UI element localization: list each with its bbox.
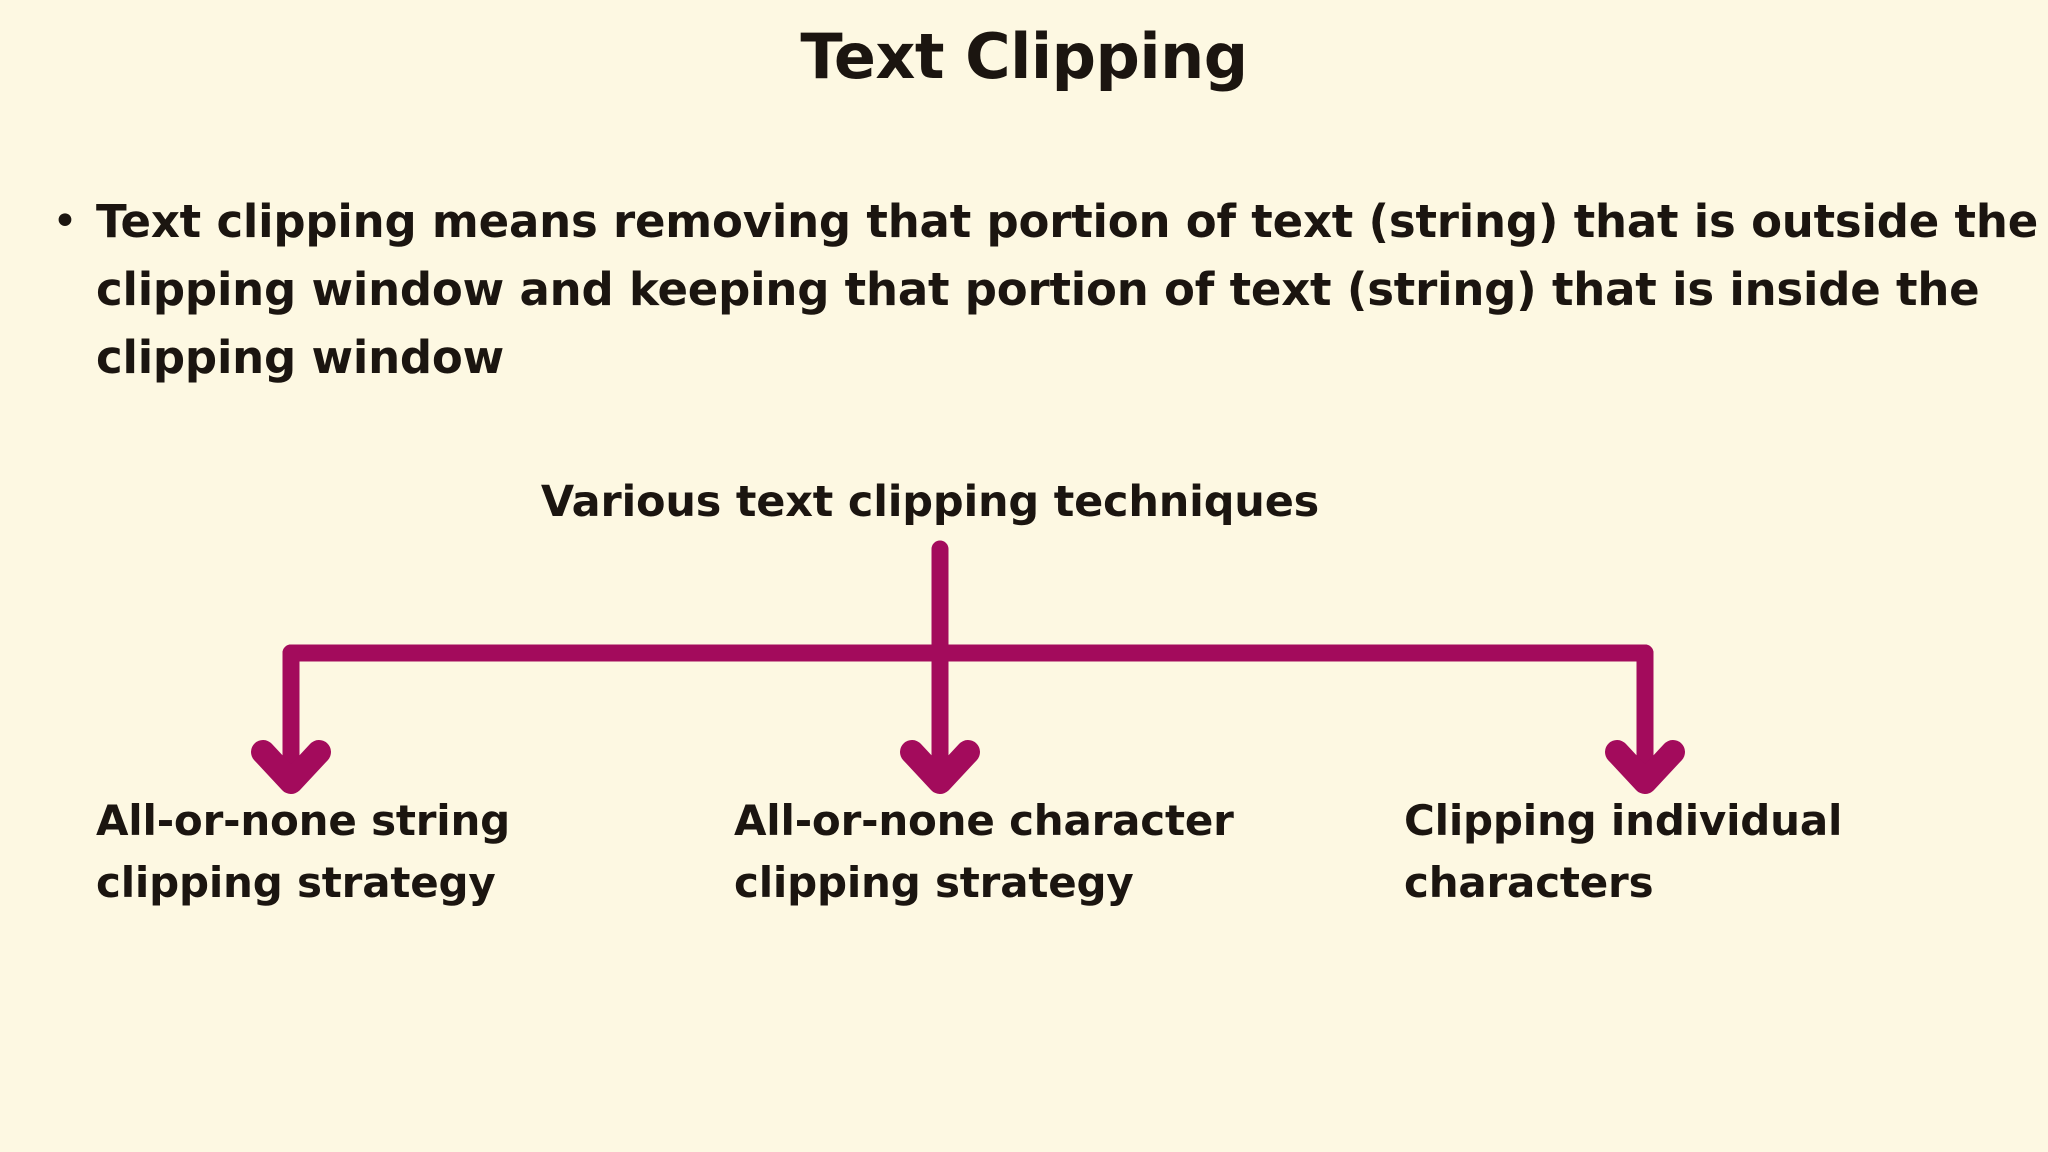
branch-2-line-1: All-or-none character [734, 796, 1234, 845]
bullet-line-2: clipping window and keeping that portion… [96, 263, 1980, 316]
diagram-branch-label-3: Clipping individual characters [1404, 790, 1874, 914]
branch-1-line-2: clipping strategy [96, 858, 496, 907]
arrowhead-left-icon [251, 740, 331, 794]
bullet-list-item: • Text clipping means removing that port… [52, 188, 2038, 392]
branch-1-line-1: All-or-none string [96, 796, 511, 845]
bullet-line-3: clipping window [96, 331, 505, 384]
branch-3-line-2: characters [1404, 858, 1654, 907]
arrowhead-center-icon [900, 740, 980, 794]
arrowhead-right-icon [1605, 740, 1685, 794]
bullet-marker-icon: • [52, 196, 78, 247]
page-title: Text Clipping [800, 20, 1248, 93]
diagram-root-label: Various text clipping techniques [540, 477, 1320, 527]
diagram-branch-label-2: All-or-none character clipping strategy [734, 790, 1254, 914]
branch-2-line-2: clipping strategy [734, 858, 1134, 907]
bullet-text: Text clipping means removing that portio… [96, 188, 2038, 392]
bullet-line-1: Text clipping means removing that portio… [96, 195, 2039, 248]
branch-3-line-1: Clipping individual [1404, 796, 1843, 845]
diagram-branch-label-1: All-or-none string clipping strategy [96, 790, 566, 914]
